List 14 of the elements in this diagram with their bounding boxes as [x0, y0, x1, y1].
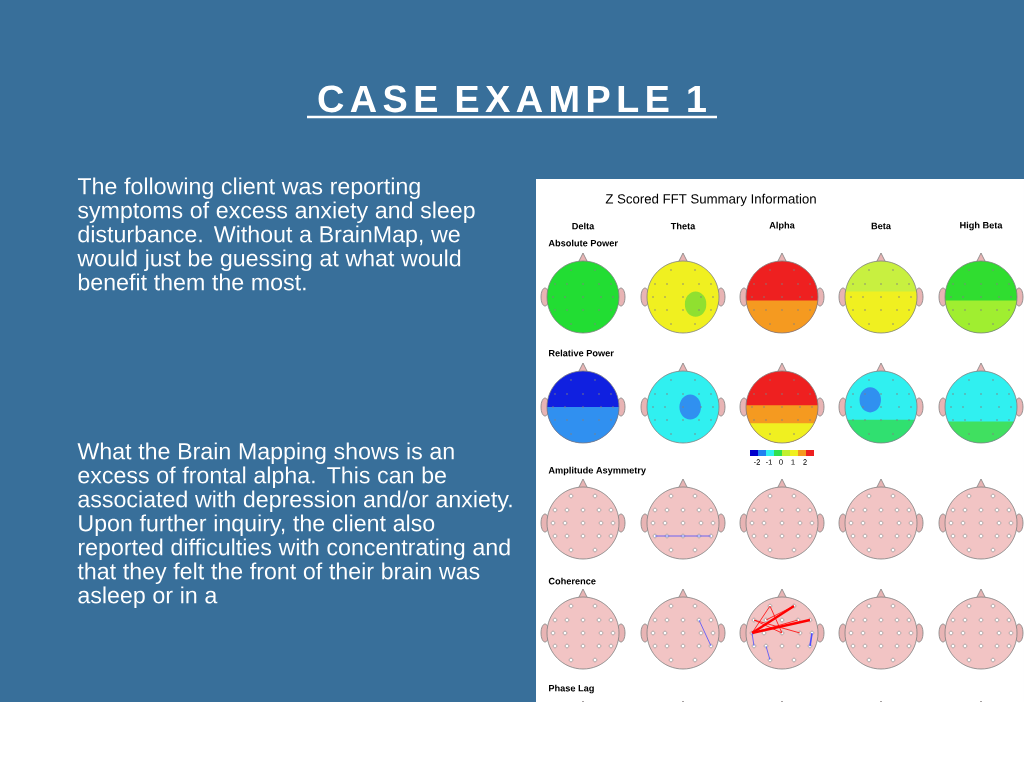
paragraph: What the Brain Mapping shows is an excess of frontal alpha. This can be associated with depression and/or anxiety. Upon further inquiry, the client also reported difficulties with concentrating and that they felt the front of their brain was asleep or in a: [77, 442, 512, 609]
paragraph: The following client was reporting symptoms of excess anxiety and sleep disturbance. Without a BrainMap, we would just be guessing at what would benefit them the most.: [77, 177, 475, 291]
title: CASE EXAMPLE 1: [318, 85, 706, 113]
chart-label: Amplitude Asymmetry: [548, 466, 646, 476]
chart-label: Relative Power: [549, 349, 614, 357]
chart-label: Alpha: [769, 221, 795, 231]
chart-label: Delta: [572, 222, 595, 230]
chart-label: Absolute Power: [548, 239, 618, 247]
chart-label: Beta: [871, 222, 892, 230]
chart-label: Phase Lag: [549, 684, 594, 694]
chart-label: Z Scored FFT Summary Information: [605, 193, 816, 207]
chart-label: Coherence: [548, 577, 596, 585]
chart-label: Theta: [670, 222, 696, 230]
chart-label: High Beta: [960, 221, 1003, 231]
